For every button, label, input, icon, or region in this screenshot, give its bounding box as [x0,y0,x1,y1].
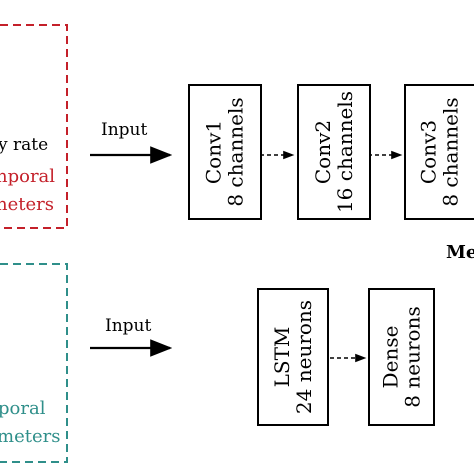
conv1-detail: 8 channels [224,97,249,207]
lstm-box: LSTM 24 neurons [257,288,329,426]
top-left-text-2: nporal [0,166,56,187]
conv2-box: Conv2 16 channels [297,84,371,220]
conv1-name: Conv1 [202,119,227,185]
bottom-left-text-2: meters [0,426,61,447]
conv1-box: Conv1 8 channels [188,84,262,220]
bottom-left-text-1: poral [0,398,46,419]
conv2-detail: 16 channels [333,90,358,214]
top-input-label: Input [101,120,148,140]
conv3-detail: 8 channels [439,97,464,207]
conv2-name: Conv2 [311,119,336,185]
conv3-name: Conv3 [417,119,442,185]
conv3-box: Conv3 8 channels [404,84,474,220]
dense-detail: 8 neurons [400,306,425,408]
top-left-text-1: y rate [0,135,49,155]
dense-box: Dense 8 neurons [368,288,435,426]
lstm-detail: 24 neurons [292,299,316,415]
top-right-caption: Me [446,242,474,263]
bottom-input-label: Input [105,316,152,336]
top-left-text-3: neters [0,194,54,215]
lstm-name: LSTM [270,326,294,388]
dense-name: Dense [378,325,403,389]
bottom-group-frame [0,263,68,463]
top-group-frame [0,24,68,229]
